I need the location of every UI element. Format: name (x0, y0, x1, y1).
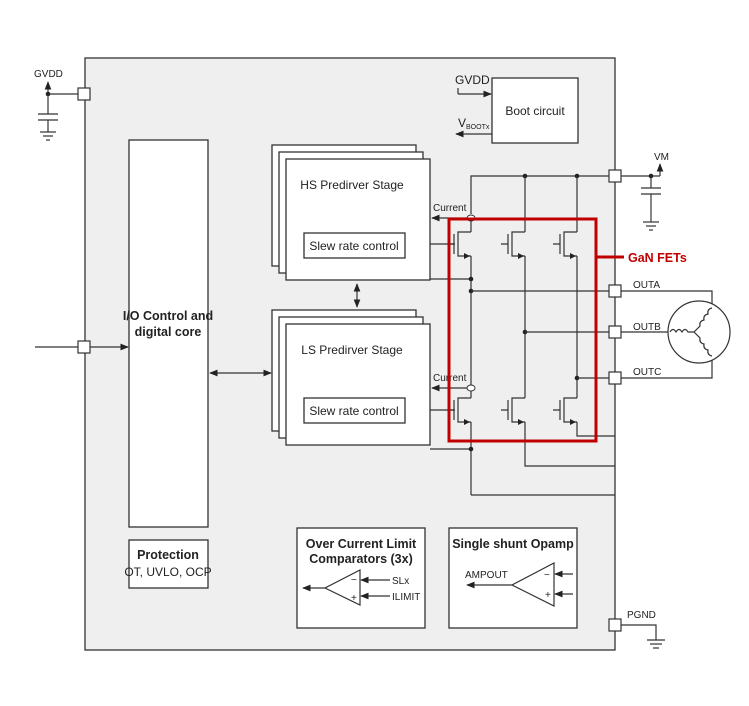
protection-title: Protection (137, 548, 199, 562)
ocl-title-2: Comparators (3x) (309, 552, 413, 566)
ocl-plus: + (351, 593, 357, 604)
io-core-line1: I/O Control and (123, 309, 213, 323)
motor-outputs: OUTA OUTB OUTC (608, 280, 731, 385)
opamp-minus: − (544, 570, 550, 581)
pgnd-pad (608, 618, 622, 632)
opamp-title: Single shunt Opamp (452, 537, 574, 551)
boot-circuit: Boot circuit GVDD VBOOTx (455, 73, 579, 144)
pgnd-label: PGND (627, 610, 656, 621)
pgnd: PGND (608, 610, 665, 649)
comparator-icon (323, 569, 361, 606)
vm-pin-label: VM (654, 152, 669, 163)
opamp-plus: + (545, 590, 551, 601)
vm-pad (608, 169, 622, 183)
slx-label: SLx (392, 576, 409, 587)
protection-block: Protection OT, UVLO, OCP (124, 539, 212, 589)
ampout-label: AMPOUT (465, 570, 508, 581)
ls-predriver-stage: LS Predirver Stage Slew rate control (271, 309, 431, 446)
ocl-minus: − (351, 575, 357, 586)
outc-label: OUTC (633, 367, 661, 378)
outc-pad (608, 371, 622, 385)
single-shunt-opamp: Single shunt Opamp AMPOUT − + (448, 527, 578, 629)
io-core-line2: digital core (135, 325, 202, 339)
input-pad (77, 340, 91, 354)
gvdd-supply: GVDD (34, 69, 91, 141)
over-current-limit-comparators: Over Current Limit Comparators (3x) − + … (296, 527, 426, 629)
gan-fets-highlight (447, 217, 598, 443)
hs-stage-title: HS Predirver Stage (300, 178, 404, 192)
ocl-title-1: Over Current Limit (306, 537, 417, 551)
ls-slew-rate-control: Slew rate control (309, 404, 398, 418)
hs-predriver-stage: HS Predirver Stage Slew rate control (271, 144, 431, 281)
ilimit-label: ILIMIT (392, 592, 420, 603)
boot-circuit-label: Boot circuit (505, 104, 565, 118)
opamp-icon (510, 562, 555, 607)
hs-slew-rate-control: Slew rate control (309, 239, 398, 253)
outb-pad (608, 325, 622, 339)
boot-gvdd-label: GVDD (455, 73, 490, 87)
vbootx-label: VBOOTx (458, 116, 490, 131)
hs-current-label: Current (433, 203, 467, 214)
protection-detail: OT, UVLO, OCP (124, 565, 211, 579)
outa-label: OUTA (633, 280, 660, 291)
outa-pad (608, 284, 622, 298)
gvdd-pad (77, 87, 91, 101)
vm-supply: VM (608, 152, 669, 231)
motor-icon (667, 300, 731, 364)
io-control-core: I/O Control and digital core (123, 139, 213, 528)
ls-stage-title: LS Predirver Stage (301, 343, 403, 357)
gan-fets-label: GaN FETs (628, 251, 687, 265)
outb-label: OUTB (633, 322, 661, 333)
gvdd-pin-label: GVDD (34, 69, 63, 80)
